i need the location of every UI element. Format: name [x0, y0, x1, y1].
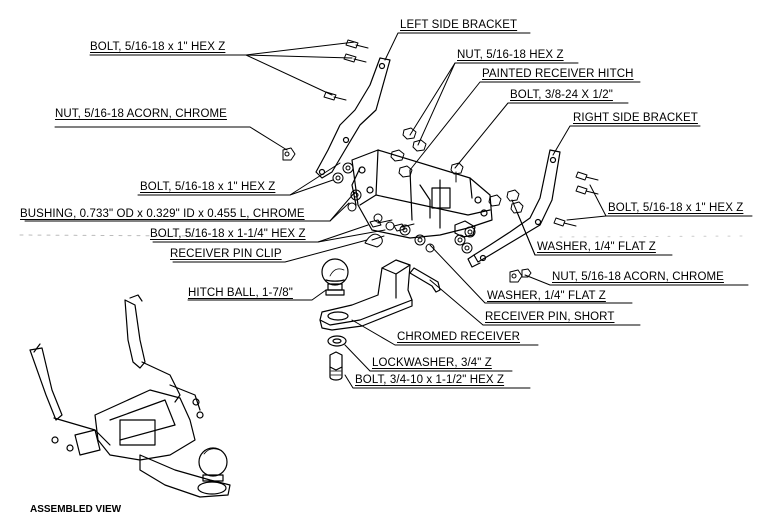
- label-painted-receiver-hitch: PAINTED RECEIVER HITCH: [482, 68, 634, 80]
- label-receiver-pin-short: RECEIVER PIN, SHORT: [485, 311, 615, 323]
- receiver-pin-clip: [364, 233, 385, 248]
- receiver-pin-short: [409, 267, 441, 293]
- lockwasher: [327, 335, 347, 347]
- bushings-and-washers: [332, 162, 476, 254]
- hitch-ball: [321, 258, 349, 296]
- label-washer-right: WASHER, 1/4" FLAT Z: [537, 241, 656, 253]
- label-bolt-1-1-4: BOLT, 5/16-18 x 1-1/4" HEX Z: [150, 228, 306, 240]
- label-nut-hex: NUT, 5/16-18 HEX Z: [457, 49, 564, 61]
- label-nut-acorn-right: NUT, 5/16-18 ACORN, CHROME: [552, 271, 724, 283]
- label-hitch-ball: HITCH BALL, 1-7/8": [188, 287, 293, 299]
- right-side-bracket: [467, 149, 561, 268]
- label-left-side-bracket: LEFT SIDE BRACKET: [400, 19, 518, 31]
- assembled-view-drawing: [29, 294, 231, 498]
- label-bolt-mid-left: BOLT, 5/16-18 x 1" HEX Z: [140, 181, 276, 193]
- label-bushing: BUSHING, 0.733" OD x 0.329" ID x 0.455 L…: [20, 208, 305, 220]
- label-washer-center: WASHER, 1/4" FLAT Z: [487, 290, 606, 302]
- label-lockwasher: LOCKWASHER, 3/4" Z: [372, 357, 492, 369]
- leader-lines: [19, 32, 753, 389]
- label-bolt-3-8: BOLT, 3/8-24 X 1/2": [510, 89, 613, 101]
- chromed-receiver: [319, 259, 413, 331]
- nut-hex-hardware: [390, 127, 427, 178]
- label-chromed-receiver: CHROMED RECEIVER: [397, 331, 521, 343]
- bolt-3-4: [329, 351, 343, 381]
- washers-right: [488, 189, 524, 214]
- left-side-bracket: [315, 57, 391, 179]
- label-receiver-pin-clip: RECEIVER PIN CLIP: [170, 248, 282, 260]
- acorn-nut-right: [509, 268, 532, 283]
- label-bolt-right: BOLT, 5/16-18 x 1" HEX Z: [608, 202, 744, 214]
- label-bolt-top-left: BOLT, 5/16-18 x 1" HEX Z: [90, 41, 226, 53]
- label-bolt-3-4: BOLT, 3/4-10 x 1-1/2" HEX Z: [355, 374, 505, 386]
- assembled-view-title: ASSEMBLED VIEW: [30, 504, 122, 515]
- label-nut-acorn-left: NUT, 5/16-18 ACORN, CHROME: [55, 108, 227, 120]
- bolt-1-1-4-hardware: [369, 219, 415, 232]
- painted-receiver-hitch: [351, 149, 493, 239]
- label-right-side-bracket: RIGHT SIDE BRACKET: [573, 112, 698, 124]
- bolt-hardware-top-left: [282, 39, 369, 161]
- bolt-3-8-hardware: [450, 162, 464, 183]
- bolt-hardware-right: [553, 171, 599, 227]
